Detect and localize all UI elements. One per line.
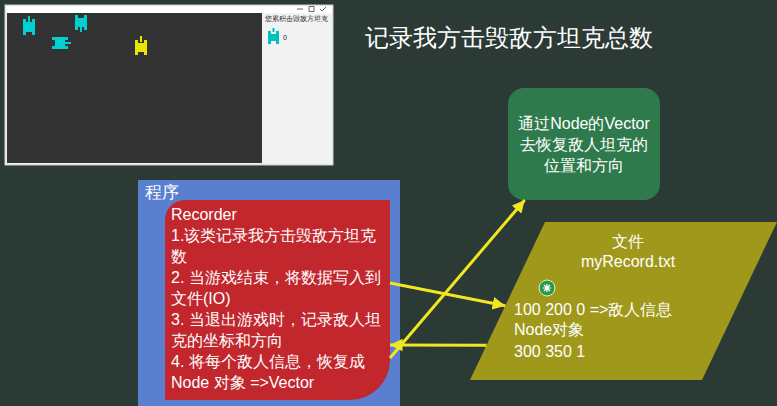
file-icon (539, 280, 555, 296)
program-panel: 程序Recorder1.该类记录我方击毁敌方坦克数2. 当游戏结束，将数据写入到… (138, 180, 400, 406)
flow-arrow (390, 283, 505, 306)
score-count: 0 (283, 34, 287, 42)
list-item: 3. 当退出游戏时，记录敌人坦克的坐标和方向 (171, 309, 390, 351)
player-tank (135, 36, 147, 55)
list-item: 4. 将每个敌人信息，恢复成Node 对象 =>Vector (171, 351, 390, 393)
window-frame (5, 5, 333, 165)
process-box: 通过Node的Vector去恢复敌人坦克的位置和方向 (508, 88, 660, 200)
list-item: 1.该类记录我方击毁敌方坦克数 (171, 225, 390, 267)
flow-arrow (390, 344, 487, 347)
enemy-tank (75, 15, 87, 32)
panel-heading: 程序 (138, 180, 400, 204)
class-name: Recorder (171, 204, 390, 225)
enemy-tank (23, 16, 35, 35)
flow-arrow (390, 200, 525, 358)
list-item: 2. 当游戏结束，将数据写入到文件(IO) (171, 267, 390, 309)
panel-caption: 您累积击毁敌方坦克 (265, 15, 328, 23)
window-controls (297, 7, 326, 12)
info-panel (262, 13, 331, 163)
record-line: 100 200 0 =>敌人信息 Node对象 (514, 300, 686, 340)
slide-title: 记录我方击毁敌方坦克总数 (365, 22, 653, 54)
game-area (7, 13, 262, 163)
process-text: 通过Node的Vector去恢复敌人坦克的位置和方向 (518, 113, 650, 176)
window-titlebar (6, 6, 332, 13)
file-parallelogram: 文件 myRecord.txt 100 200 0 =>敌人信息 Node对象30… (470, 222, 777, 380)
enemy-tank (52, 37, 71, 49)
file-heading: 文件 myRecord.txt (576, 232, 680, 272)
tank-icon (268, 28, 279, 44)
class-box: Recorder1.该类记录我方击毁敌方坦克数2. 当游戏结束，将数据写入到文件… (165, 200, 390, 400)
record-line: 300 350 1 (514, 342, 686, 362)
